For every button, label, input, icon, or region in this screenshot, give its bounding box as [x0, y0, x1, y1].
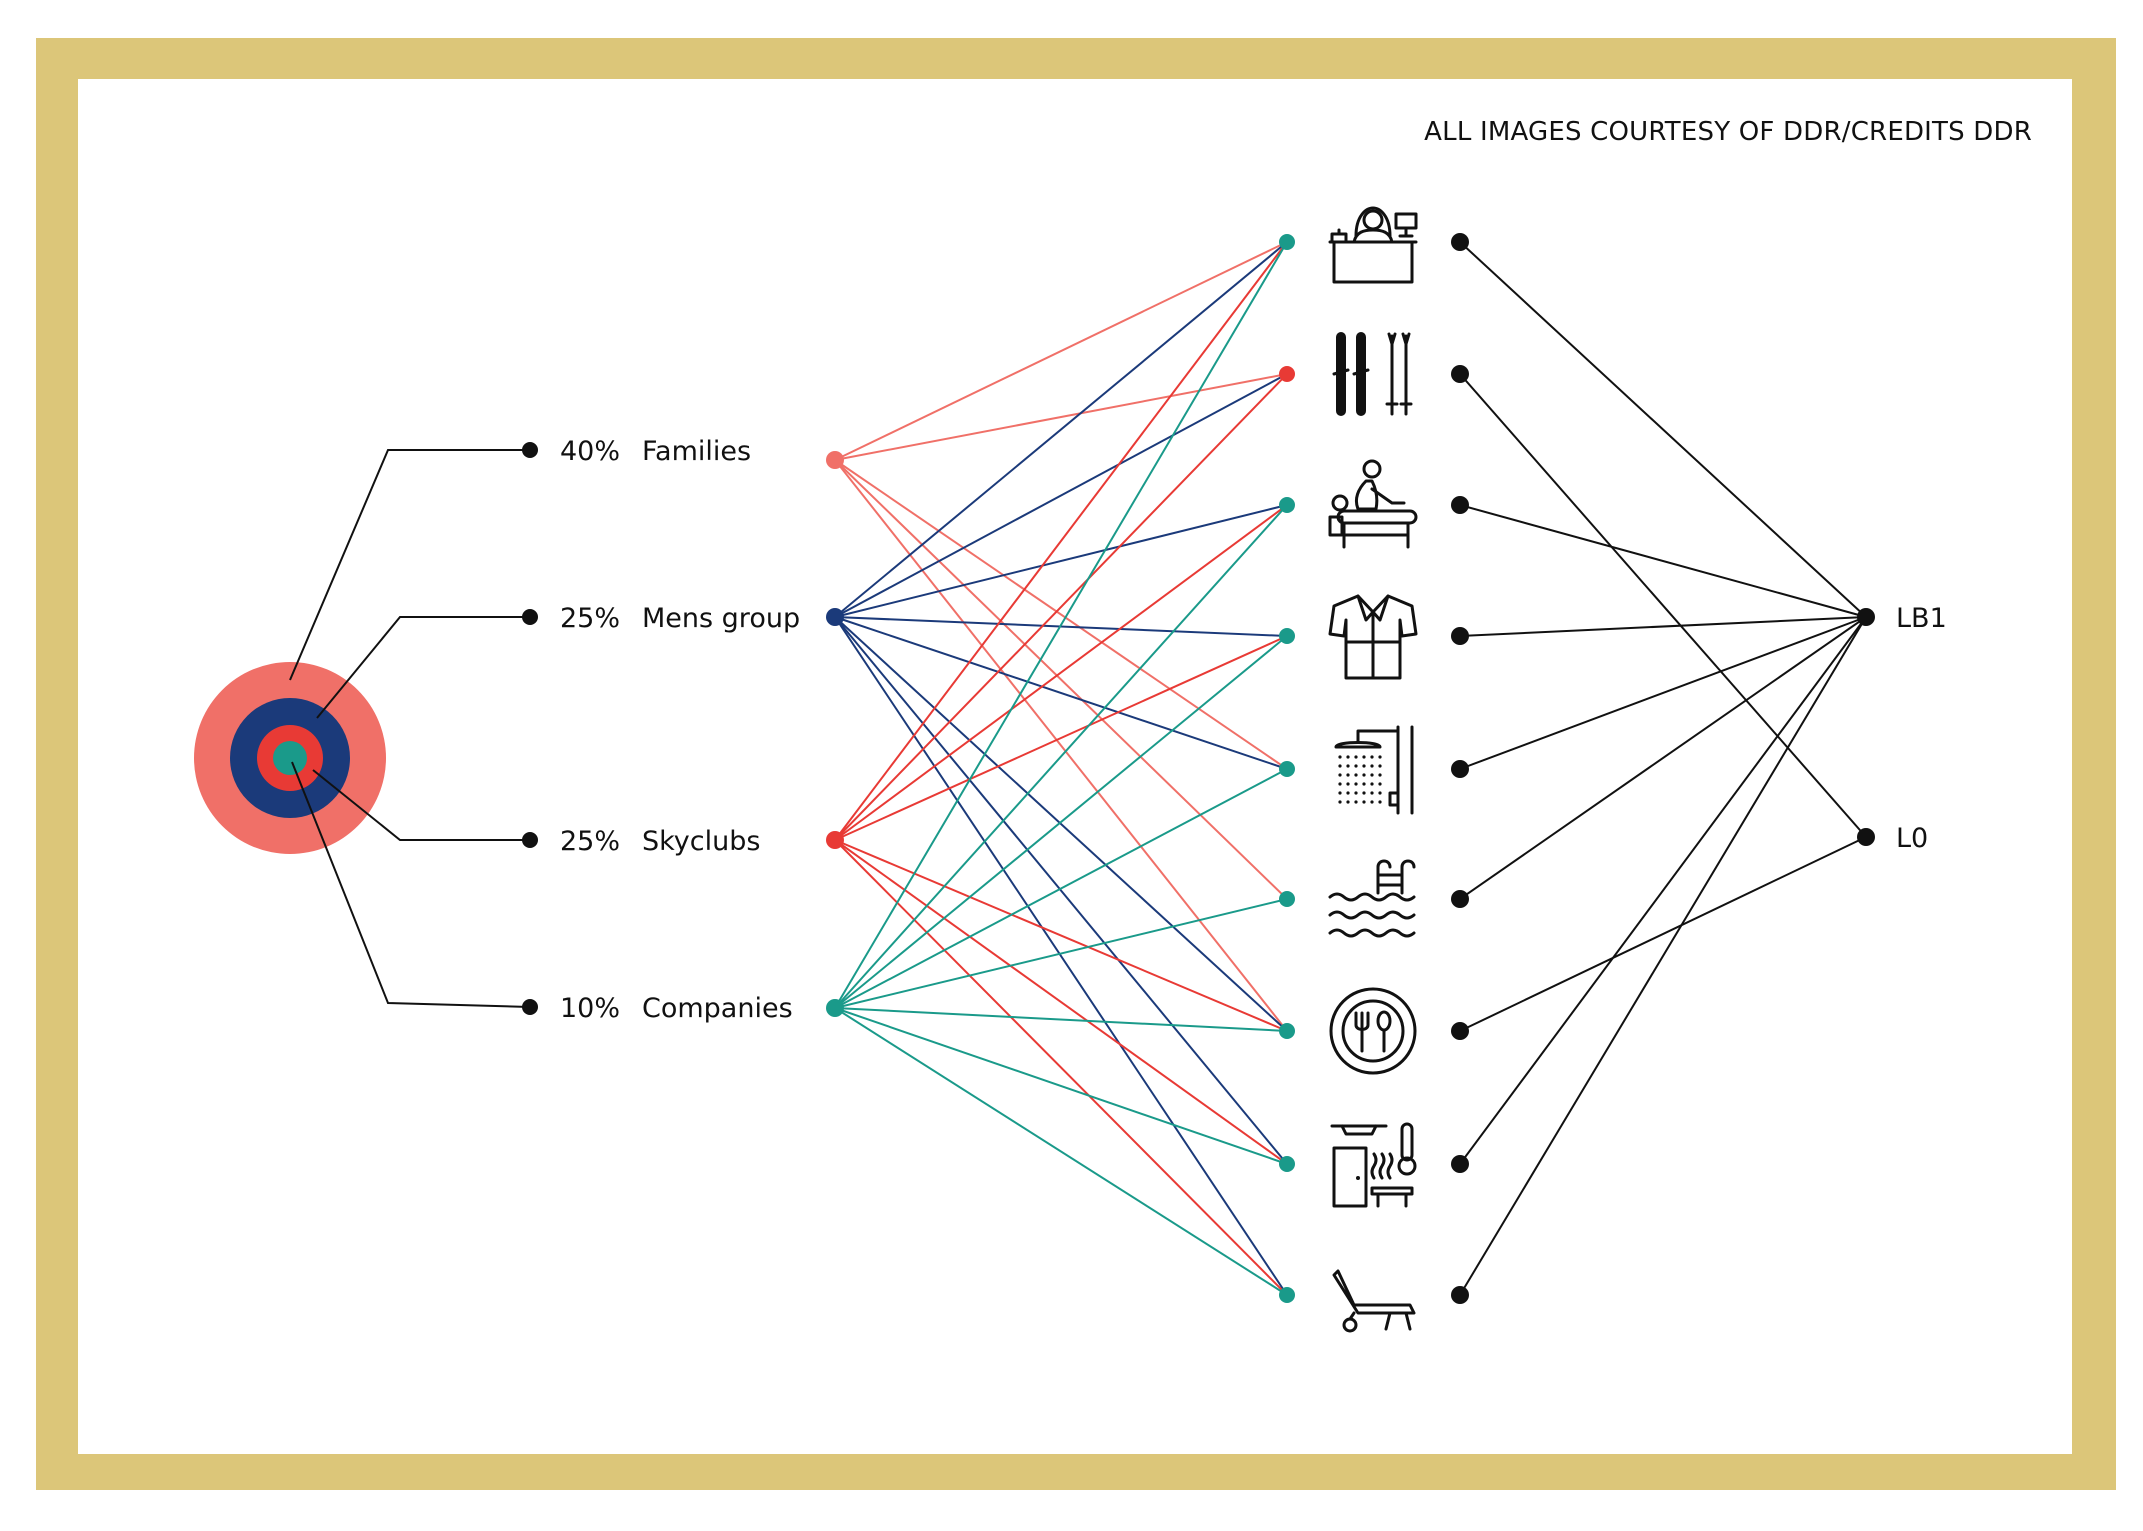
level-label-LB1: LB1 [1896, 603, 1947, 634]
link-companies-shower [834, 768, 1288, 1009]
target-ring-companies [273, 741, 307, 775]
segment-name-companies: Companies [642, 993, 793, 1024]
target-icon [194, 662, 386, 854]
link-skyclubs-lounger [834, 839, 1288, 1296]
link-companies-pool [834, 898, 1288, 1009]
facility-level-dot-sauna [1451, 1155, 1469, 1173]
leader-companies [291, 761, 531, 1008]
target-leader-lines [289, 442, 538, 1015]
link-shower-LB1 [1459, 616, 1867, 770]
facility-dot-pool [1279, 891, 1295, 907]
link-mens-sauna [834, 616, 1288, 1165]
facility-level-dot-massage [1451, 496, 1469, 514]
segment-dot-mens [826, 608, 844, 626]
link-skyclubs-sauna [834, 839, 1288, 1165]
leader-dot-families [522, 442, 538, 458]
link-families-pool [834, 459, 1288, 900]
link-skyclubs-massage [834, 504, 1288, 841]
facility-dot-shower [1279, 761, 1295, 777]
link-mens-reception [834, 241, 1288, 618]
link-families-reception [834, 241, 1288, 461]
facility-level-dot-lounger [1451, 1286, 1469, 1304]
segment-percent-mens: 25% [560, 603, 620, 634]
facility-level-dot-reception [1451, 233, 1469, 251]
segment-dot-families [826, 451, 844, 469]
white-panel [78, 79, 2072, 1454]
leader-dot-companies [522, 999, 538, 1015]
link-ski-L0 [1459, 373, 1867, 838]
facility-level-dot-shower [1451, 760, 1469, 778]
link-bathrobe-LB1 [1459, 616, 1867, 637]
link-skyclubs-bathrobe [834, 635, 1288, 841]
segment-dot-skyclubs [826, 831, 844, 849]
link-skyclubs-reception [834, 241, 1288, 841]
segment-percent-families: 40% [560, 436, 620, 467]
facility-dot-massage [1279, 497, 1295, 513]
link-massage-LB1 [1459, 504, 1867, 618]
leader-mens [316, 616, 530, 719]
link-companies-massage [834, 504, 1288, 1009]
segment-name-skyclubs: Skyclubs [642, 826, 760, 857]
link-mens-lounger [834, 616, 1288, 1296]
link-families-ski [834, 373, 1288, 461]
link-mens-massage [834, 504, 1288, 618]
level-dot-L0 [1857, 828, 1875, 846]
facility-dot-bathrobe [1279, 628, 1295, 644]
link-sauna-LB1 [1459, 616, 1867, 1165]
link-families-shower [834, 459, 1288, 770]
link-pool-LB1 [1459, 616, 1867, 900]
facility-dot-sauna [1279, 1156, 1295, 1172]
link-skyclubs-ski [834, 373, 1288, 841]
link-mens-ski [834, 373, 1288, 618]
link-companies-lounger [834, 1007, 1288, 1296]
facility-level-dot-pool [1451, 890, 1469, 908]
facility-icons [1279, 206, 1469, 1333]
link-companies-sauna [834, 1007, 1288, 1165]
ski-equipment-icon [1332, 332, 1413, 416]
leader-dot-mens [522, 609, 538, 625]
segment-percent-skyclubs: 25% [560, 826, 620, 857]
swimming-pool-icon [1328, 859, 1416, 938]
segment-name-mens: Mens group [642, 603, 800, 634]
level-label-L0: L0 [1896, 823, 1928, 854]
link-mens-dining [834, 616, 1288, 1032]
sauna-icon [1330, 1122, 1417, 1208]
shower-icon [1334, 725, 1414, 815]
dining-icon [1329, 987, 1417, 1075]
link-companies-dining [834, 1007, 1288, 1032]
link-mens-shower [834, 616, 1288, 770]
image-credit: ALL IMAGES COURTESY OF DDR/CREDITS DDR [1424, 117, 2032, 147]
leader-families [289, 449, 530, 681]
facility-dot-dining [1279, 1023, 1295, 1039]
link-dining-L0 [1459, 836, 1867, 1032]
link-skyclubs-dining [834, 839, 1288, 1032]
link-companies-reception [834, 241, 1288, 1009]
facility-dot-ski [1279, 366, 1295, 382]
facility-dot-reception [1279, 234, 1295, 250]
sun-lounger-icon [1332, 1269, 1416, 1333]
connection-lines [834, 241, 1867, 1296]
facility-dot-lounger [1279, 1287, 1295, 1303]
leader-dot-skyclubs [522, 832, 538, 848]
link-lounger-LB1 [1459, 616, 1867, 1296]
level-dot-LB1 [1857, 608, 1875, 626]
facility-level-dot-dining [1451, 1022, 1469, 1040]
segment-dot-companies [826, 999, 844, 1017]
reception-desk-icon [1328, 206, 1418, 284]
segment-name-families: Families [642, 436, 751, 467]
segment-percent-companies: 10% [560, 993, 620, 1024]
massage-icon [1328, 459, 1418, 549]
facility-level-dot-bathrobe [1451, 627, 1469, 645]
segment-labels: 40% Families 25% Mens group 25% Skyclubs 10% Co… [560, 436, 844, 1024]
link-reception-LB1 [1459, 241, 1867, 618]
link-companies-bathrobe [834, 635, 1288, 1009]
leader-skyclubs [312, 769, 530, 841]
bathrobe-icon [1328, 594, 1418, 680]
facility-level-dot-ski [1451, 365, 1469, 383]
